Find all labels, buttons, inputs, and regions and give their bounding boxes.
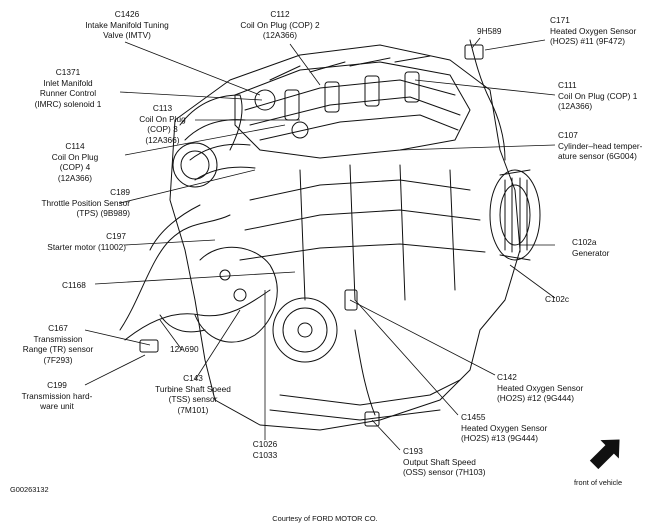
engine-block-outline bbox=[169, 44, 521, 431]
wiring-harness bbox=[119, 39, 506, 427]
credit-line: Courtesy of FORD MOTOR CO. bbox=[272, 514, 378, 523]
crank-pulley bbox=[272, 297, 338, 363]
coil-packs bbox=[269, 55, 431, 121]
front-of-vehicle-label: front of vehicle bbox=[574, 478, 623, 487]
callout-9h589: 9H589 bbox=[477, 26, 502, 36]
valve-cover bbox=[234, 61, 471, 159]
callout-c1168: C1168 bbox=[62, 280, 86, 290]
throttle-body bbox=[172, 142, 218, 188]
generator-drawing bbox=[489, 169, 541, 261]
front-arrow-icon bbox=[589, 439, 620, 470]
callout-12a690: 12A690 bbox=[170, 344, 199, 354]
callout-c102c: C102c bbox=[545, 294, 569, 304]
figure-id: G00263132 bbox=[10, 485, 49, 494]
transmission bbox=[194, 246, 278, 343]
